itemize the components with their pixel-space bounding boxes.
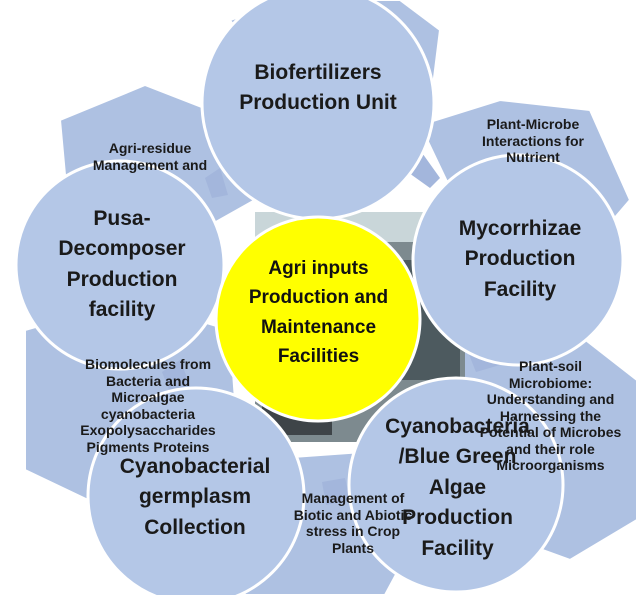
circle-center xyxy=(214,215,422,423)
circle-label-germplasm: Cyanobacterial germplasm Collection xyxy=(119,455,271,539)
arrow-left xyxy=(162,360,190,392)
hexagon-label-stress: Management of Biotic and Abiotic stress … xyxy=(293,490,413,556)
center-label: Agri inputs Production and Maintenance F… xyxy=(248,258,389,368)
arrow-bottom xyxy=(322,478,350,505)
circle-pusa-decomposer xyxy=(14,159,226,371)
circle-label-biofertilizers: Biofertilizers Production Unit xyxy=(239,61,397,115)
circle-label-pusa-decomposer: Pusa-Decomposer Production facility xyxy=(58,207,186,322)
hexagon-label-plant-soil: Plant-soil Microbiome: Understanding and… xyxy=(479,358,622,474)
circle-label-cyanobacteria-bga: Cyanobacteria /Blue Green Algae Producti… xyxy=(385,415,530,560)
circle-label-mycorrhizae: Mycorrhizae Production Facility xyxy=(458,217,582,301)
arrow-top-left xyxy=(205,168,228,198)
circle-germplasm xyxy=(86,386,306,595)
circle-cyanobacteria-bga xyxy=(347,376,565,594)
hexagon-label-biomolecules: Biomolecules from Bacteria and Microalga… xyxy=(80,356,216,455)
hexagon-label-plant-microbe: Plant-Microbe Interactions for Nutrient xyxy=(482,116,584,166)
hexagon-label-agri-residue: Agri-residue Management and xyxy=(92,140,208,173)
circle-mycorrhizae xyxy=(411,153,625,367)
